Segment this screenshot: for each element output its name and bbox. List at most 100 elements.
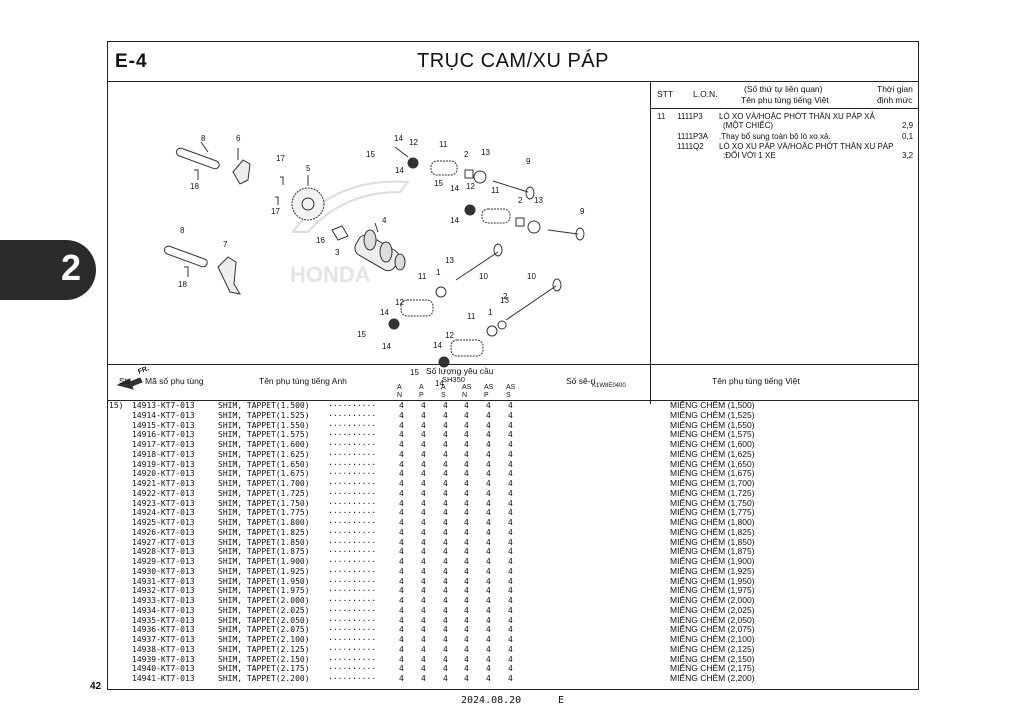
parts-col-qty: Số lượng yêu cầu	[426, 366, 494, 376]
quantity: 4	[421, 557, 426, 566]
quantity: 4	[464, 449, 469, 459]
quantity: 4	[464, 440, 469, 449]
quantity: 4	[443, 625, 448, 635]
part-name-vietnamese: MIẾNG CHÊM (1,725)	[670, 487, 755, 498]
dot-leader: ··········	[328, 459, 377, 469]
dot-leader: ··········	[328, 440, 377, 449]
part-name-vietnamese: MIẾNG CHÊM (1,550)	[670, 419, 755, 430]
quantity: 4	[421, 420, 426, 430]
part-name-vietnamese: MIẾNG CHÊM (2,150)	[670, 653, 755, 664]
quantity: 4	[464, 479, 469, 488]
quantity: 4	[508, 420, 513, 430]
part-name-vietnamese: MIẾNG CHÊM (1,600)	[670, 439, 755, 449]
quantity: 4	[399, 518, 404, 527]
quantity: 4	[508, 508, 513, 518]
callout-number: 11	[418, 272, 427, 281]
callout-number: 14	[382, 342, 391, 351]
quantity: 4	[399, 401, 404, 410]
quantity: 4	[486, 537, 491, 547]
part-number: 14934-KT7-013	[132, 605, 195, 615]
quantity: 4	[443, 410, 448, 420]
quantity: 4	[443, 449, 448, 459]
diagram-svg: HONDA	[116, 141, 585, 390]
quantity: 4	[443, 401, 448, 410]
quantity: 4	[421, 654, 426, 664]
quantity: 4	[508, 586, 513, 596]
quantity: 4	[443, 664, 448, 674]
part-name-english: SHIM, TAPPET(2.200)	[218, 674, 310, 683]
dot-leader: ··········	[328, 605, 377, 615]
part-name-vietnamese: MIẾNG CHÊM (1,500)	[670, 400, 755, 410]
quantity: 4	[508, 479, 513, 488]
quantity: 4	[421, 410, 426, 420]
bolt-18-upper	[194, 169, 199, 180]
quantity: 4	[399, 430, 404, 440]
callout-number: 12	[466, 182, 475, 191]
part-name-vietnamese: MIẾNG CHÊM (1,875)	[670, 546, 755, 557]
parts-table-header: Stt Mã số phụ tùng Tên phụ tùng tiếng An…	[108, 364, 918, 401]
part-name-english: SHIM, TAPPET(1.525)	[218, 410, 310, 420]
qty-column-label: S	[441, 392, 446, 399]
labor-col-lon: L.O.N.	[693, 89, 718, 99]
dot-leader: ··········	[328, 586, 377, 596]
callout-number: 2	[518, 196, 523, 205]
part-name-vietnamese: MIẾNG CHÊM (1,800)	[670, 517, 755, 527]
callout-number: 5	[306, 164, 311, 173]
quantity: 4	[508, 440, 513, 449]
part-name-vietnamese: MIẾNG CHÊM (1,525)	[670, 409, 755, 420]
dot-leader: ··········	[328, 644, 377, 654]
callout-number: 10	[479, 272, 488, 281]
quantity: 4	[421, 508, 426, 518]
callout-number: 9	[526, 157, 531, 166]
quantity: 4	[486, 469, 491, 479]
quantity: 4	[399, 440, 404, 449]
qty-column-label: P	[484, 392, 489, 399]
part-name-english: SHIM, TAPPET(1.775)	[218, 508, 310, 518]
quantity: 4	[508, 537, 513, 547]
part-number: 14935-KT7-013	[132, 615, 195, 625]
qty-column-label: N	[462, 392, 468, 399]
quantity: 4	[443, 488, 448, 498]
part-number: 14927-KT7-013	[132, 537, 195, 547]
page-number: 42	[90, 681, 102, 692]
quantity: 4	[464, 547, 469, 557]
part-number: 14924-KT7-013	[132, 508, 195, 518]
quantity: 4	[443, 498, 448, 508]
callout-number: 13	[445, 256, 454, 265]
callout-number: 18	[190, 182, 199, 191]
part-number: 14913-KT7-013	[132, 401, 195, 410]
quantity: 4	[486, 664, 491, 674]
quantity: 4	[443, 430, 448, 440]
callout-number: 12	[409, 138, 418, 147]
valve-group-upper	[407, 157, 585, 241]
part-name-vietnamese: MIẾNG CHÊM (1,825)	[670, 526, 755, 537]
quantity: 4	[486, 596, 491, 605]
quantity: 4	[508, 469, 513, 479]
part-name-english: SHIM, TAPPET(2.050)	[218, 615, 310, 625]
quantity: 4	[464, 459, 469, 469]
part-name-vietnamese: MIẾNG CHÊM (1,900)	[670, 556, 755, 566]
quantity: 4	[508, 576, 513, 586]
quantity: 4	[421, 430, 426, 440]
quantity: 4	[464, 537, 469, 547]
part-name-vietnamese: MIẾNG CHÊM (1,675)	[670, 468, 755, 479]
quantity: 4	[486, 547, 491, 557]
part-number: 14938-KT7-013	[132, 644, 195, 654]
quantity: 4	[464, 596, 469, 605]
part-name-vietnamese: MIẾNG CHÊM (2,200)	[670, 673, 755, 683]
quantity: 4	[464, 420, 469, 430]
quantity: 4	[443, 586, 448, 596]
callout-number: 14	[395, 166, 404, 175]
quantity: 4	[486, 420, 491, 430]
dot-leader: ··········	[328, 596, 377, 605]
quantity: 4	[399, 586, 404, 596]
labor-desc: LÒ XO VÀ/HOẶC PHỚT THÂN XU PÁP XẢ	[719, 112, 875, 121]
quantity: 4	[464, 518, 469, 527]
quantity: 4	[399, 674, 404, 683]
